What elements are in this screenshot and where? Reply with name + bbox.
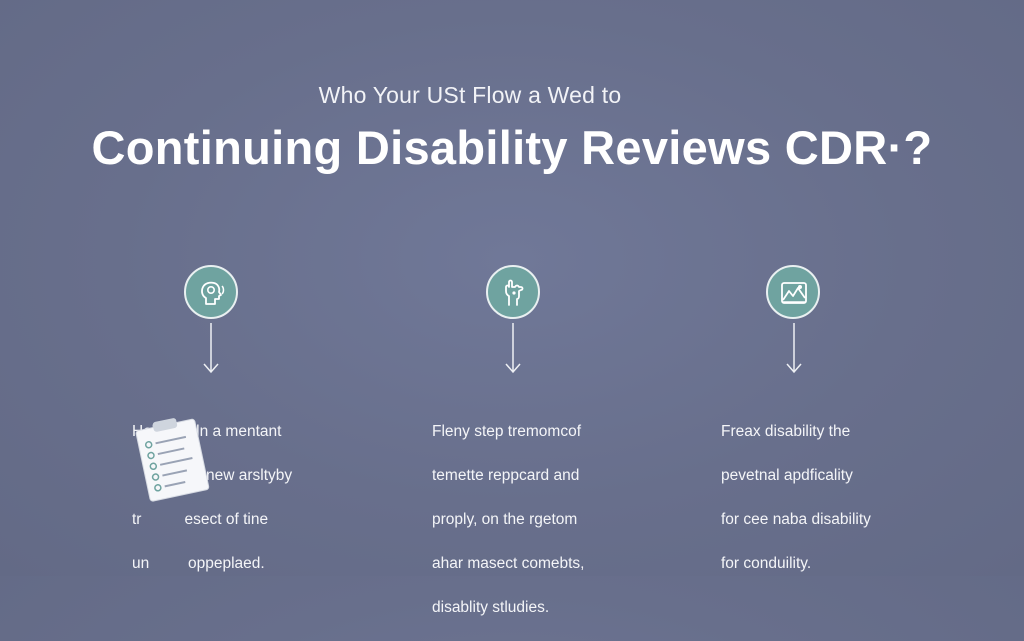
step-3-line-3: for cee naba disability [721, 511, 871, 528]
step-2-line-4: ahar masect comebts, [432, 555, 585, 572]
step-1-line-3: tr esect of tine [132, 511, 269, 528]
hand-gesture-icon [486, 265, 540, 319]
step-3-line-2: pevetnal apdficality [721, 467, 853, 484]
subtitle: Who Your USt Flow a Wed to [318, 82, 622, 108]
arrow-down-icon [505, 323, 521, 374]
arrow-down-icon [203, 323, 219, 374]
step-3-line-1: Freax disability the [721, 423, 851, 440]
step-1-line-4: un oppeplaed. [132, 555, 265, 572]
step-2-text: Fleny step tremomcof temette reppcard an… [432, 399, 652, 641]
head-profile-icon [184, 265, 238, 319]
landscape-chart-icon [766, 265, 820, 319]
step-3-text: Freax disability the pevetnal apdficalit… [721, 399, 921, 597]
step-3-line-4: for conduility. [721, 555, 812, 572]
step-1-line-2: new arsltyby [206, 467, 293, 484]
step-2-line-3: proply, on the rgetom [432, 511, 578, 528]
step-2-line-5: disablity stludies. [432, 599, 550, 616]
clipboard-checklist-icon [135, 418, 210, 502]
page-title: Continuing Disability Reviews CDR·? [91, 121, 933, 174]
step-2-line-1: Fleny step tremomcof [432, 423, 582, 440]
arrow-down-icon [786, 323, 802, 374]
step-2-line-2: temette reppcard and [432, 467, 580, 484]
